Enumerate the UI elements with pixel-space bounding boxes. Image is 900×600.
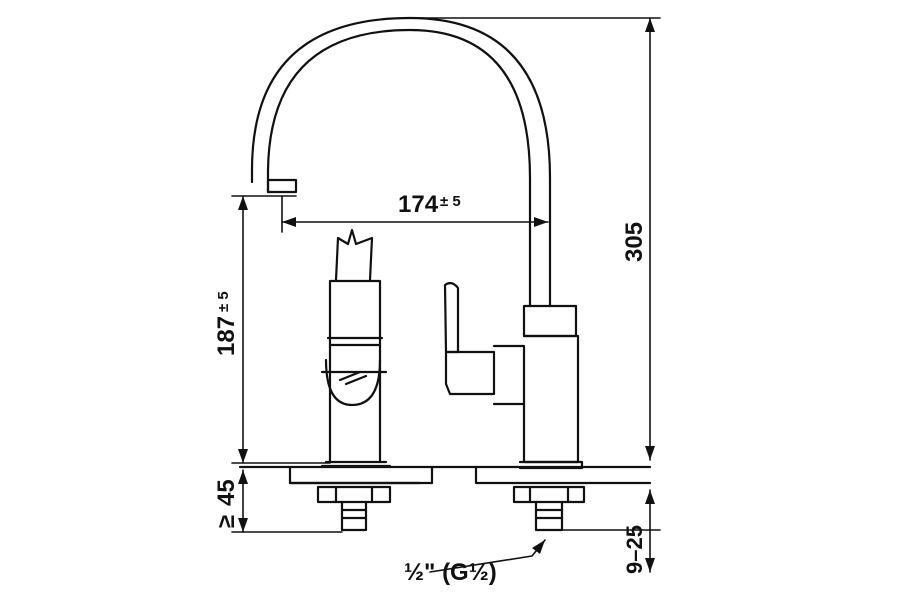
- thread-length-dimension-label: 9–25: [622, 525, 647, 574]
- reach-value: 174: [398, 191, 439, 218]
- counter-thickness-symbol: ≥: [213, 515, 240, 528]
- spout-height-value: 187: [213, 316, 240, 356]
- faucet-side-view: [316, 228, 392, 532]
- connection-label: ½" (G½): [404, 559, 497, 586]
- spout-height-dimension-label: 187 ± 5: [213, 291, 240, 356]
- total-height-dimension-label: 305: [621, 222, 648, 262]
- counter-thickness-dimension-label: ≥ 45: [213, 479, 240, 528]
- thread-length-value: 9–25: [622, 525, 647, 574]
- reach-tolerance: ± 5: [440, 193, 461, 210]
- arrowheads: [238, 18, 655, 572]
- countertop-side-view: [238, 465, 652, 485]
- connection-thread-label: ½" (G½): [404, 559, 497, 586]
- countertop-front-view: [474, 465, 652, 485]
- reach-dimension-label: 174 ± 5: [398, 191, 461, 218]
- faucet-front-view: [250, 16, 586, 532]
- total-height-value: 305: [621, 222, 648, 262]
- spout-height-tolerance: ± 5: [215, 291, 232, 312]
- counter-thickness-value: 45: [213, 479, 240, 506]
